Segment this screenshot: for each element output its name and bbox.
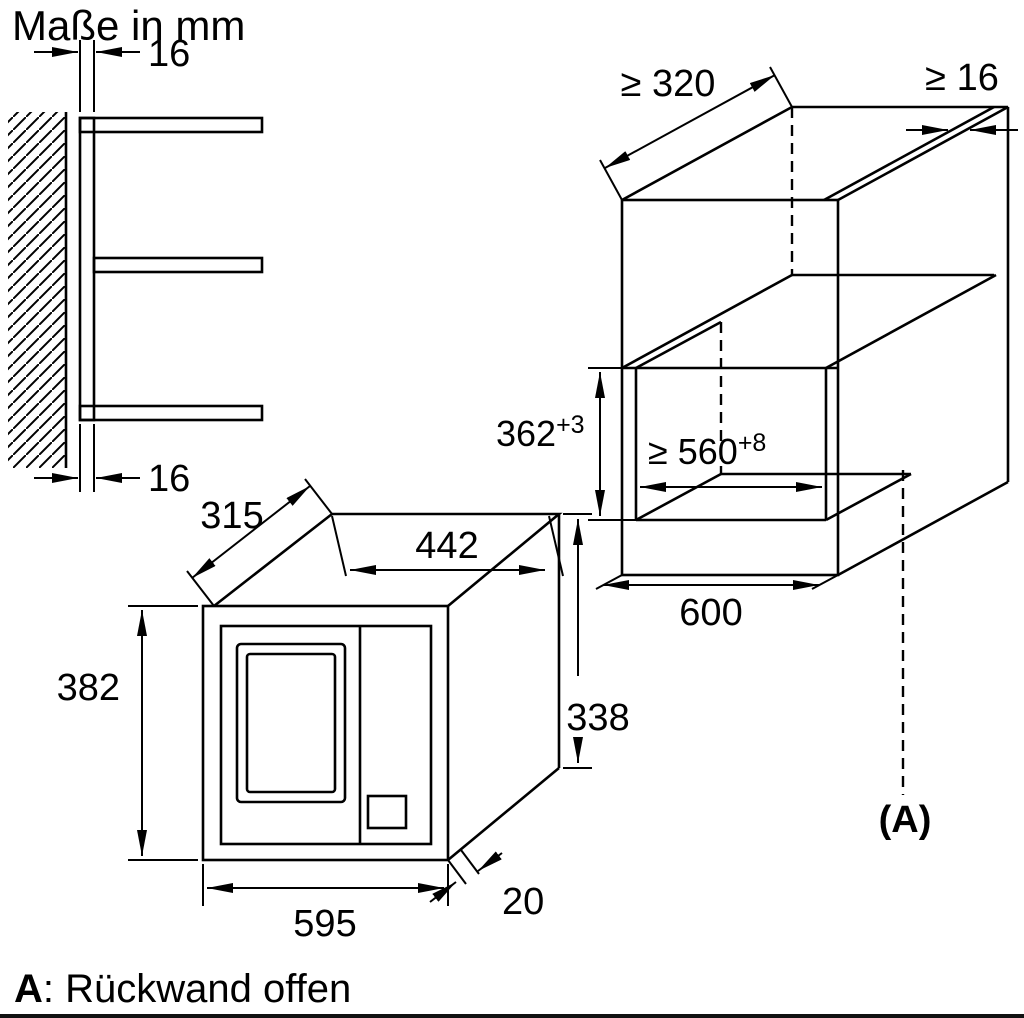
dim-442: 442	[331, 515, 564, 577]
dim-min-16-label: ≥ 16	[925, 57, 999, 99]
open-back-label: (A)	[879, 799, 932, 841]
dim-wall-bottom-label: 16	[148, 458, 190, 500]
dim-min-16: ≥ 16	[906, 57, 1018, 135]
page-title: Maße in mm	[12, 2, 245, 49]
dim-20-label: 20	[502, 881, 544, 923]
dim-wall-top-label: 16	[148, 33, 190, 75]
dim-315: 315	[186, 478, 333, 607]
dim-20: 20	[429, 849, 544, 923]
cabinet-panels	[78, 116, 264, 422]
cabinet-interior	[621, 107, 997, 522]
dim-min-320-label: ≥ 320	[621, 63, 716, 105]
dim-595: 595	[202, 864, 449, 945]
dim-min-320: ≥ 320	[599, 63, 793, 201]
dim-315-label: 315	[200, 495, 263, 537]
wall-top-dimension: 16	[34, 33, 190, 112]
dim-362: 362+3	[496, 367, 636, 521]
dim-min-560: ≥ 560+8	[640, 429, 822, 492]
cabinet-body	[620, 105, 1010, 577]
microwave-drawing: 315 442 382 338 595	[57, 478, 630, 945]
bottom-border	[0, 1014, 1024, 1018]
dim-600-label: 600	[679, 592, 742, 634]
cabinet-drawing: ≥ 320 ≥ 16 362+3 ≥ 560+8 600 (A)	[496, 57, 1018, 841]
open-back-marker: (A)	[879, 470, 932, 841]
dim-382: 382	[57, 605, 198, 861]
dim-min-560-label: ≥ 560+8	[648, 429, 766, 472]
dim-338: 338	[563, 513, 630, 769]
dim-362-label: 362+3	[496, 411, 585, 454]
dim-595-label: 595	[293, 903, 356, 945]
caption: A: Rückwand offen	[14, 967, 351, 1011]
wall-bottom-dimension: 16	[34, 424, 190, 500]
dim-442-label: 442	[415, 525, 478, 567]
wall-hatch	[8, 112, 66, 468]
dim-600: 600	[595, 574, 839, 634]
microwave-body	[201, 512, 563, 862]
dim-382-label: 382	[57, 667, 120, 709]
wall-section-drawing: 16 16	[8, 33, 264, 500]
dim-338-label: 338	[566, 697, 629, 739]
